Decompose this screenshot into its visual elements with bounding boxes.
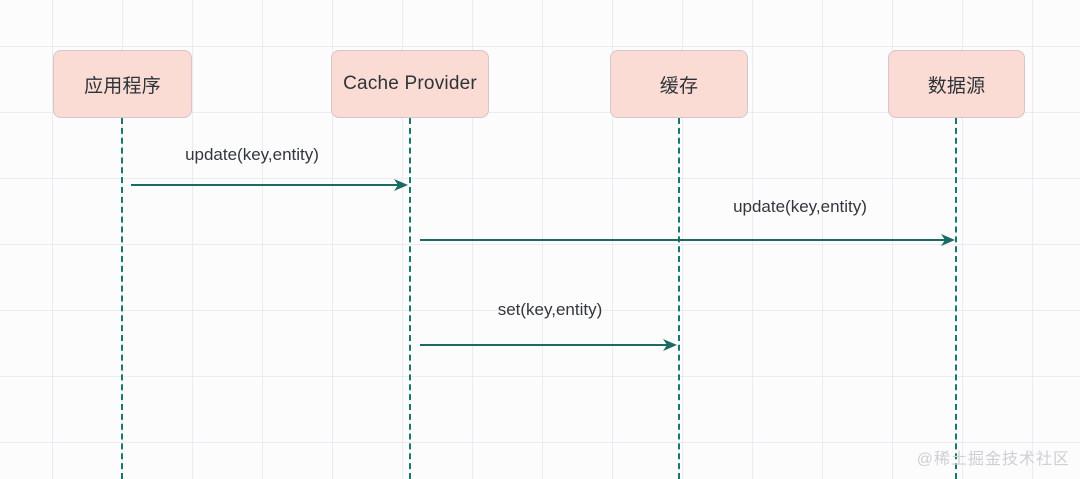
- lifeline-app: [121, 118, 123, 479]
- lifeline-cache: [678, 118, 680, 479]
- participant-label-datasource: 数据源: [927, 75, 986, 97]
- participant-box-app[interactable]: 应用程序: [53, 50, 192, 118]
- watermark: @稀土掘金技术社区: [916, 451, 1070, 468]
- participant-box-cache[interactable]: 缓存: [610, 50, 748, 118]
- participant-label-app: 应用程序: [84, 75, 161, 97]
- participant-box-datasource[interactable]: 数据源: [888, 50, 1025, 118]
- participant-box-cache-provider[interactable]: Cache Provider: [331, 50, 489, 118]
- lifeline-cache-provider: [409, 118, 411, 479]
- message-label-3: set(key,entity): [497, 300, 603, 319]
- lifeline-datasource: [955, 118, 957, 479]
- participant-label-cache: 缓存: [659, 75, 699, 97]
- message-label-1: update(key,entity): [185, 145, 319, 164]
- participant-label-cache-provider: Cache Provider: [343, 73, 477, 94]
- message-label-2: update(key,entity): [733, 197, 867, 216]
